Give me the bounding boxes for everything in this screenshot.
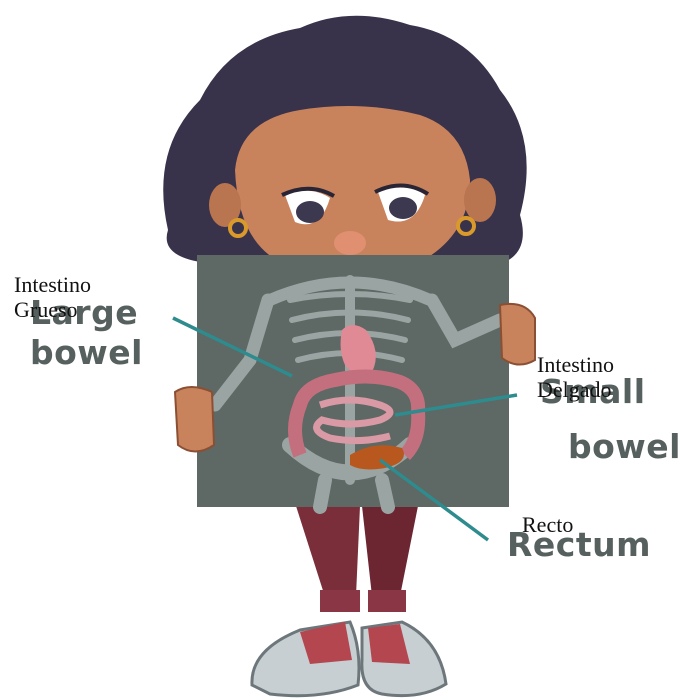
label-small-bowel-es: Intestino Delgado (537, 352, 614, 402)
legs (296, 506, 418, 612)
label-rectum-es: Recto (522, 512, 573, 537)
left-shoe (252, 622, 359, 696)
right-shoe (362, 622, 446, 696)
label-small-bowel-en-line2: bowel (568, 427, 681, 467)
label-large-bowel-es: Intestino Grueso (14, 272, 91, 322)
